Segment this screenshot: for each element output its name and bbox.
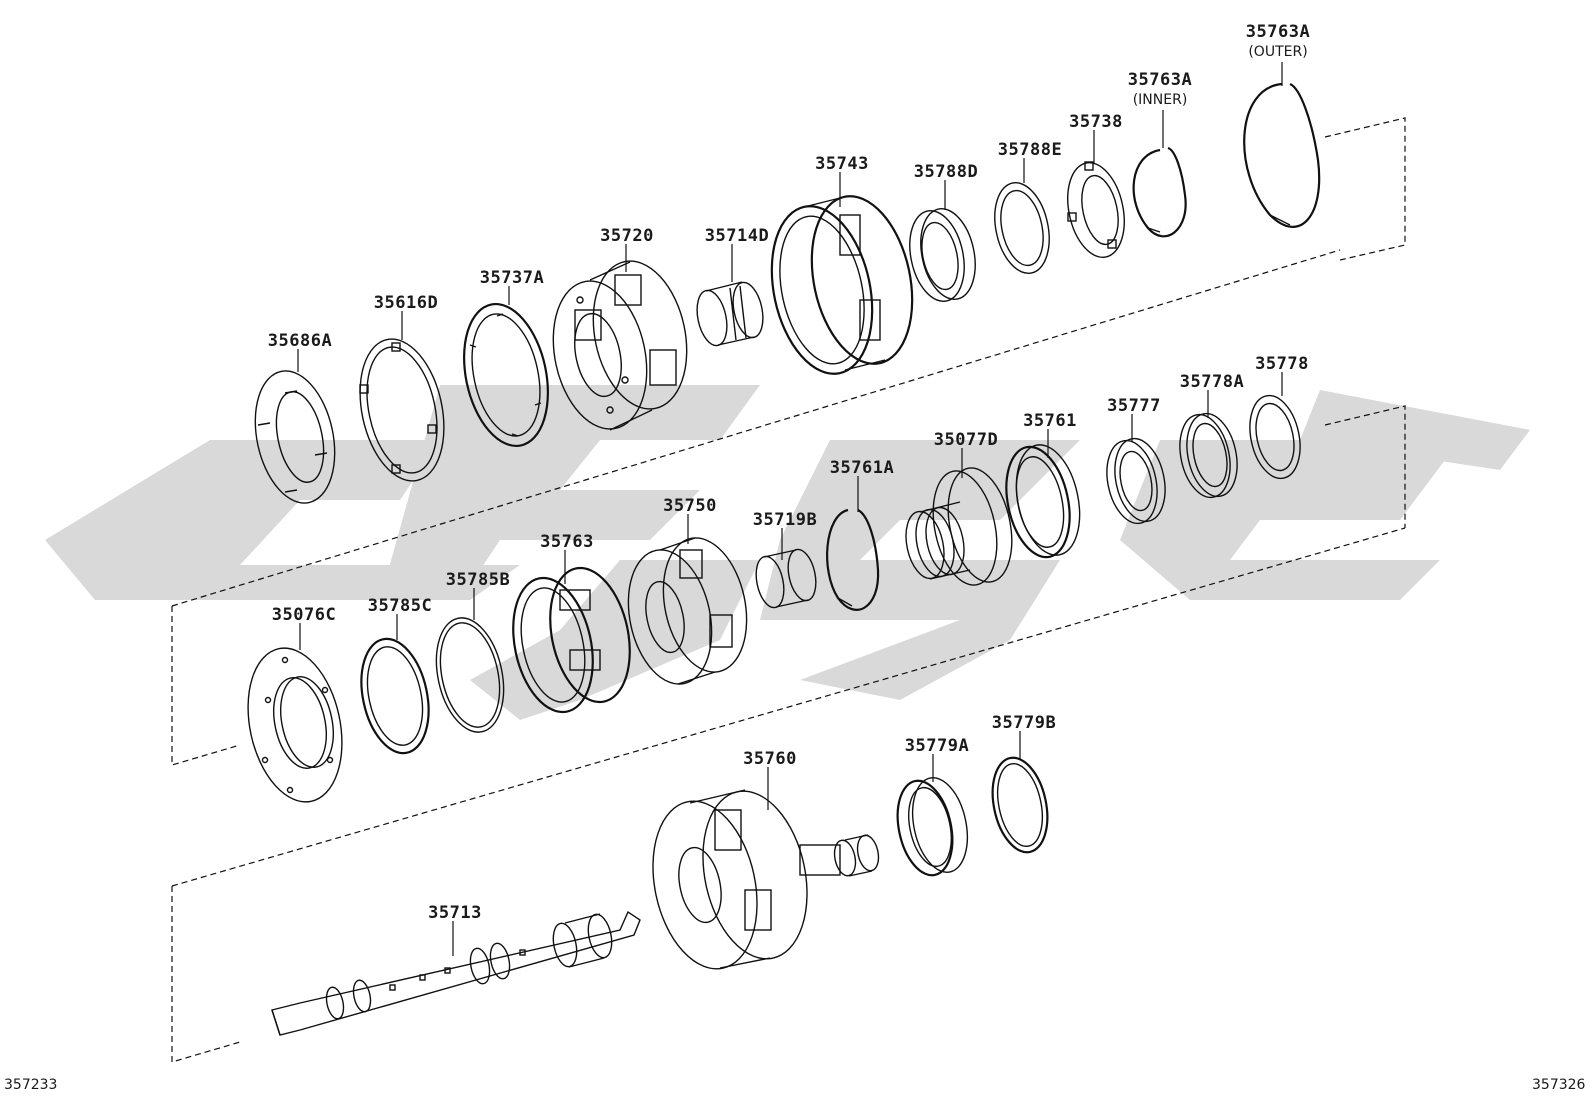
label-35743[interactable]: 35743: [815, 154, 869, 174]
label-35779A[interactable]: 35779A: [904, 736, 970, 756]
part-35076C-drawing: [247, 647, 343, 803]
label-35719B[interactable]: 35719B: [752, 510, 818, 530]
part-35750-drawing: [627, 537, 748, 685]
part-35785B-drawing: [435, 617, 505, 733]
part-35720-drawing: [552, 260, 688, 431]
part-35738-drawing: [1067, 161, 1125, 258]
part-35713-drawing: [271, 910, 641, 1036]
part-35714D-drawing: [696, 281, 764, 347]
label-35714D[interactable]: 35714D: [704, 226, 770, 246]
part-35761A-drawing: [826, 508, 880, 611]
part-35779A-drawing: [896, 777, 969, 877]
part-35778A-drawing: [1179, 412, 1238, 499]
ref-code-left: 357233: [4, 1077, 58, 1093]
label-35763A-inner[interactable]: 35763A: [1127, 70, 1193, 90]
part-35761-drawing: [1005, 444, 1081, 559]
label-35763A-outer[interactable]: 35763A: [1245, 22, 1311, 42]
label-35763A-outer-note: (OUTER): [1248, 44, 1308, 60]
part-35077D-drawing: [905, 467, 1013, 586]
label-35686A[interactable]: 35686A: [267, 331, 333, 351]
leader-lines: [297, 62, 1283, 956]
label-35788E[interactable]: 35788E: [997, 140, 1063, 160]
watermark-logo: [45, 385, 1530, 720]
part-35778-drawing: [1249, 394, 1301, 480]
part-35788D-drawing: [909, 207, 976, 303]
part-35779B-drawing: [991, 756, 1049, 854]
part-35763A-inner-drawing: [1132, 146, 1187, 238]
part-35760-drawing: [652, 789, 880, 970]
part-35763-drawing: [512, 566, 631, 714]
label-35760[interactable]: 35760: [743, 749, 797, 769]
ref-code-right: 357326: [1532, 1077, 1586, 1093]
label-35761[interactable]: 35761: [1023, 411, 1077, 431]
axis-outline-middle: [171, 405, 1406, 887]
label-35763[interactable]: 35763: [540, 532, 594, 552]
label-35777[interactable]: 35777: [1107, 396, 1161, 416]
part-35743-drawing: [770, 195, 914, 375]
label-35076C[interactable]: 35076C: [271, 605, 337, 625]
label-35785B[interactable]: 35785B: [445, 570, 511, 590]
label-35720[interactable]: 35720: [600, 226, 654, 246]
part-35737A-drawing: [463, 302, 549, 448]
label-35737A[interactable]: 35737A: [479, 268, 545, 288]
part-35785C-drawing: [360, 637, 430, 755]
part-35777-drawing: [1106, 437, 1166, 525]
part-35616D-drawing: [359, 338, 445, 482]
label-35616D[interactable]: 35616D: [373, 293, 439, 313]
label-35778[interactable]: 35778: [1255, 354, 1309, 374]
label-35779B[interactable]: 35779B: [991, 713, 1057, 733]
label-35761A[interactable]: 35761A: [829, 458, 895, 478]
label-35738[interactable]: 35738: [1069, 112, 1123, 132]
label-35788D[interactable]: 35788D: [913, 162, 979, 182]
axis-outline-top: [171, 117, 1406, 607]
label-35750[interactable]: 35750: [663, 496, 717, 516]
part-35763A-outer-drawing: [1243, 82, 1321, 228]
label-35785C[interactable]: 35785C: [367, 596, 433, 616]
label-35763A-inner-note: (INNER): [1132, 92, 1188, 108]
part-35788E-drawing: [994, 181, 1050, 275]
part-35686A-drawing: [254, 370, 336, 504]
axis-outline-bottom: [171, 886, 241, 1063]
label-35077D[interactable]: 35077D: [933, 430, 999, 450]
label-35713[interactable]: 35713: [428, 903, 482, 923]
part-35719B-drawing: [755, 548, 817, 609]
label-35778A[interactable]: 35778A: [1179, 372, 1245, 392]
